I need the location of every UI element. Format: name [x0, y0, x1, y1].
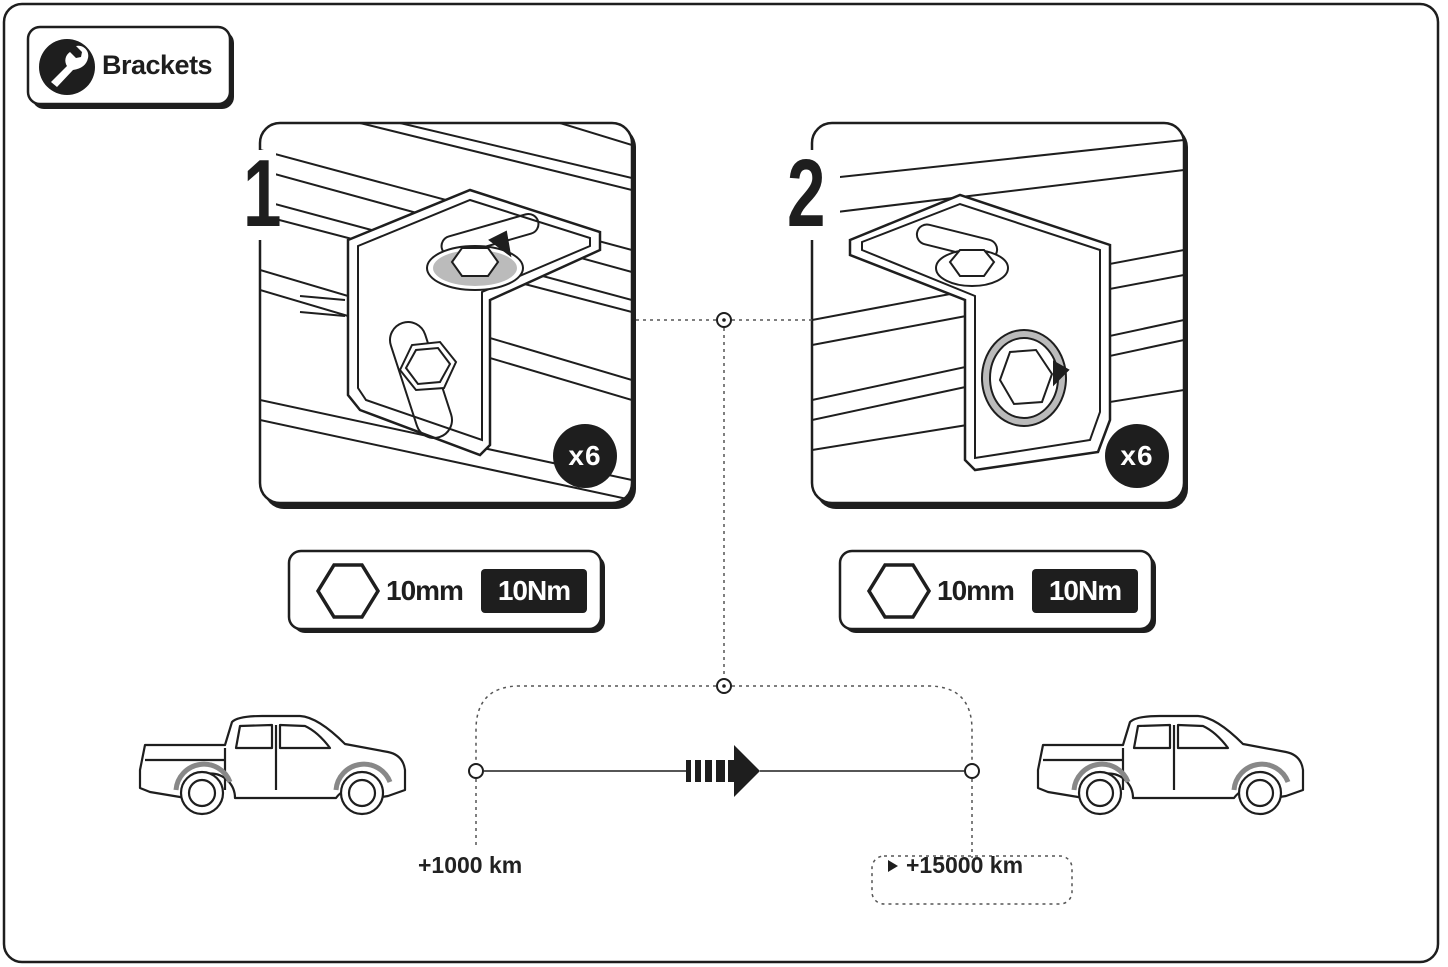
step-1-number-bg: [238, 150, 276, 240]
step-1-quantity-badge: x6: [553, 424, 617, 488]
hex-socket-icon: [315, 563, 381, 619]
step-2-number: 2: [787, 140, 825, 247]
step-2-quantity-badge: x6: [1105, 424, 1169, 488]
step-2-tool-size: 10mm: [937, 575, 1015, 606]
step-2-number-bg: [784, 150, 840, 240]
timeline-end-label: +15000 km: [906, 852, 1024, 878]
step-1-torque: 10Nm: [481, 569, 587, 613]
arrow-right-icon: [686, 745, 760, 797]
header-title: Brackets: [102, 50, 213, 80]
wrench-icon: [39, 39, 95, 95]
hex-socket-icon: [866, 563, 932, 619]
connector-nodes: [468, 312, 980, 779]
connector-lines: [475, 319, 1073, 905]
step-1-number: 1: [243, 140, 281, 247]
step-1-illustration: [258, 121, 636, 509]
step-1-tool-size: 10mm: [386, 575, 464, 606]
pickup-truck-icon: [138, 714, 407, 816]
header-badge: [26, 25, 234, 109]
timeline-start-label: +1000 km: [418, 852, 523, 878]
step-2-torque: 10Nm: [1032, 569, 1138, 613]
step-2-illustration: [810, 121, 1188, 509]
play-marker-icon: [888, 860, 898, 872]
